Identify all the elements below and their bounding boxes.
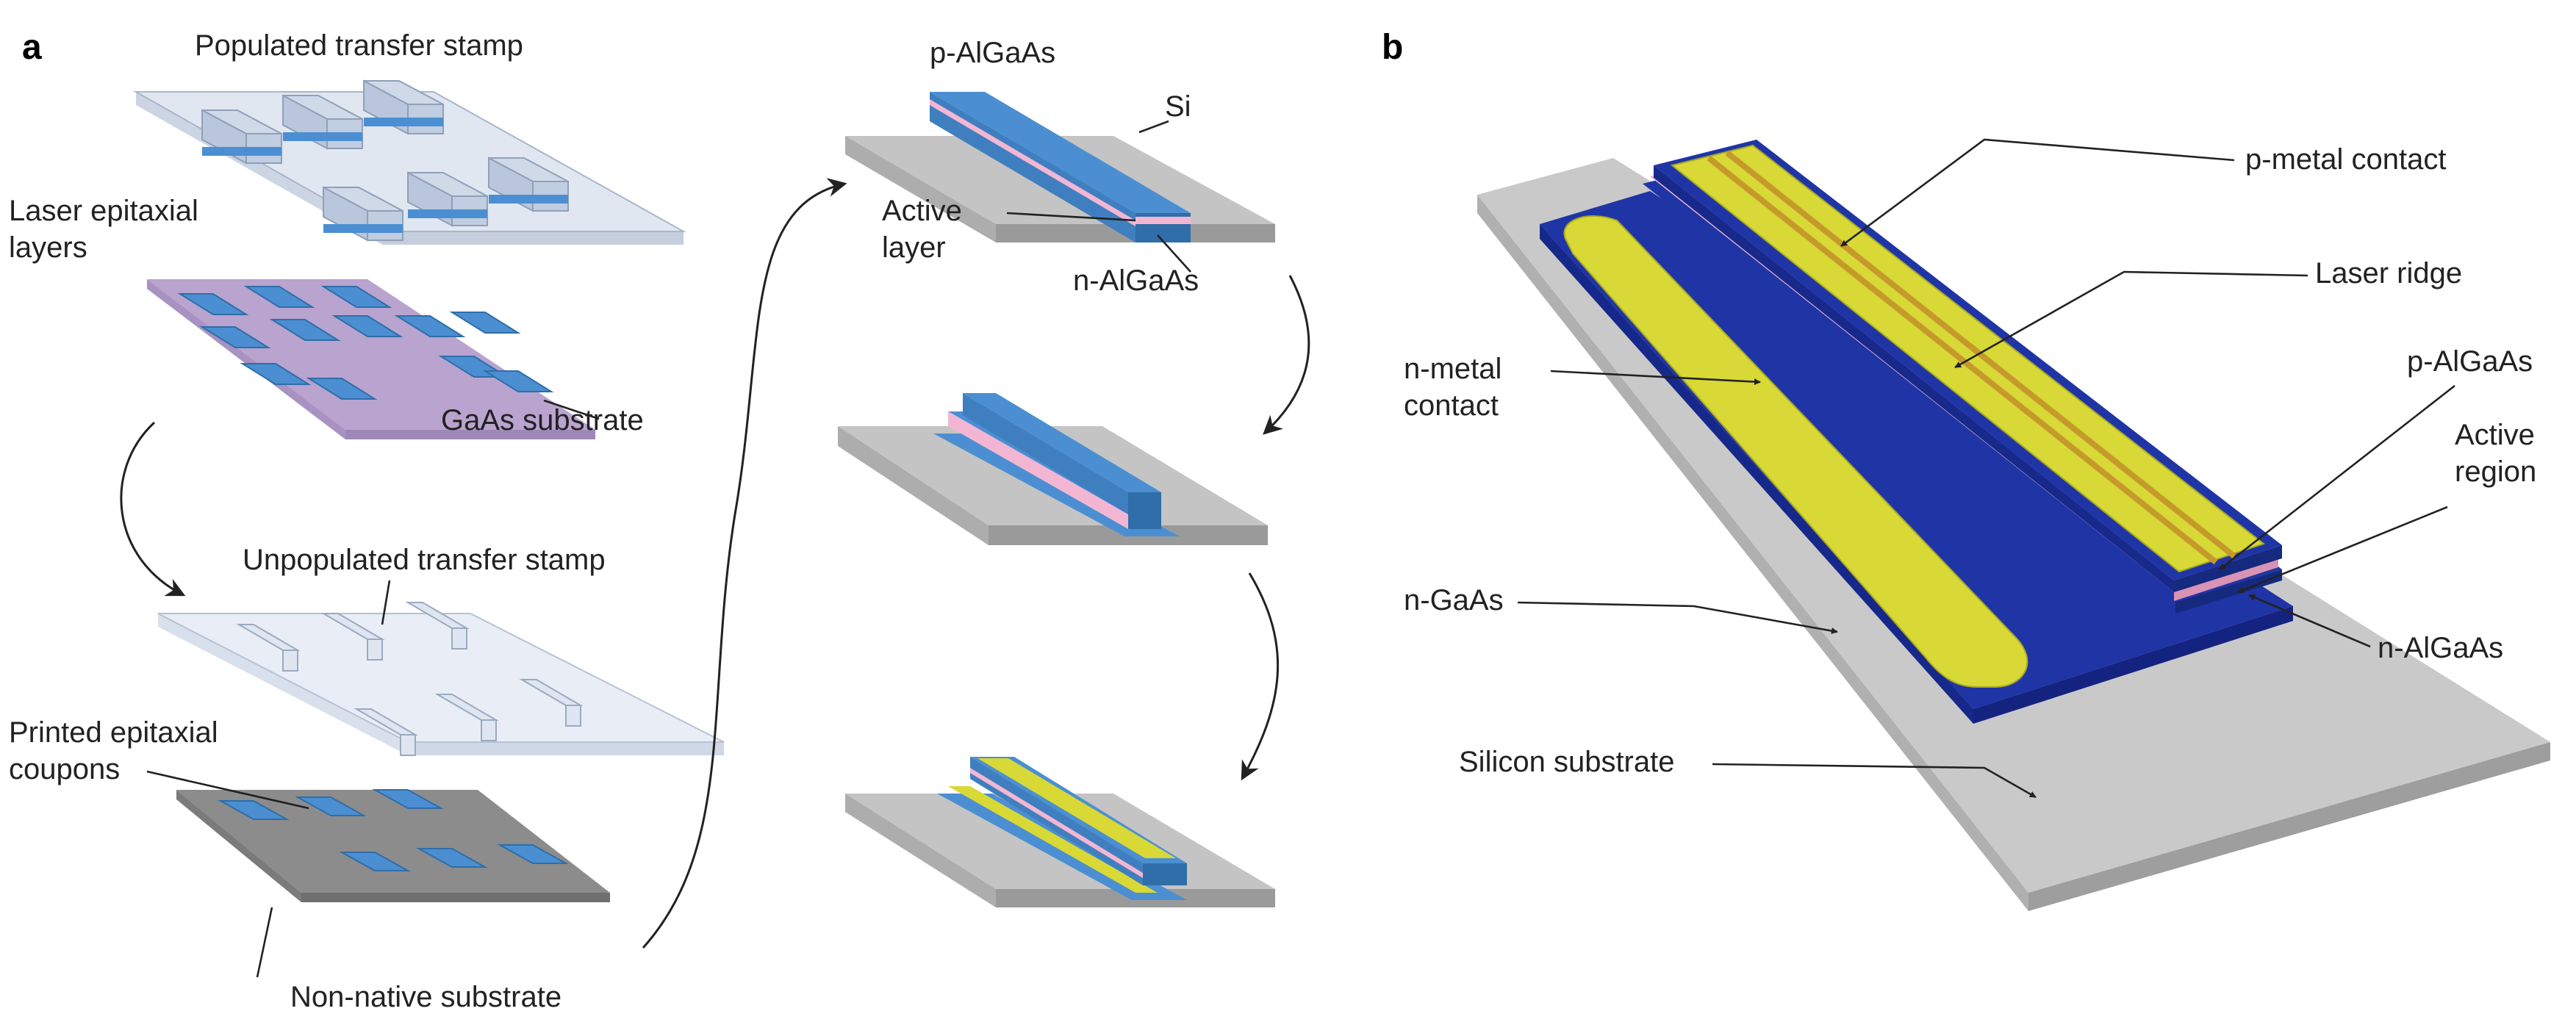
- label-n-metal-line2: contact: [1404, 389, 1499, 422]
- label-non-native-substrate: Non-native substrate: [290, 981, 562, 1013]
- label-p-metal-contact: p-metal contact: [2245, 143, 2446, 176]
- leader-laser-ridge: [1954, 270, 2308, 369]
- label-n-metal-line1: n-metal: [1404, 353, 1502, 385]
- leader-silicon-substrate: [1712, 763, 2037, 799]
- panel-a: a Populated transfer stamp: [9, 28, 1310, 1013]
- leader-n-algaas-b: [2248, 594, 2371, 648]
- label-laser-layers-line2: layers: [9, 231, 87, 264]
- label-n-algaas-b: n-AlGaAs: [2378, 632, 2503, 664]
- leader-unpopulated: [381, 580, 391, 625]
- label-p-algaas-a: p-AlGaAs: [930, 37, 1055, 69]
- leader-active-layer: [1006, 212, 1136, 222]
- leader-p-metal-contact: [1840, 138, 2235, 248]
- leader-non-native: [256, 907, 273, 978]
- stamp-coupons: [201, 79, 569, 242]
- label-n-gaas: n-GaAs: [1404, 584, 1504, 616]
- device-1: [845, 92, 1275, 242]
- device-2: [838, 393, 1268, 545]
- gaas-coupons: [177, 286, 554, 400]
- leader-active-region: [2237, 506, 2448, 594]
- label-printed-coupons-line1: Printed epitaxial: [9, 716, 218, 749]
- label-laser-ridge: Laser ridge: [2315, 257, 2462, 289]
- printed-coupons: [218, 789, 569, 871]
- n-gaas-layer: [1540, 191, 2293, 724]
- arrow-step-4: [1241, 572, 1280, 781]
- gaas-substrate: [147, 279, 595, 439]
- label-printed-coupons-line2: coupons: [9, 753, 120, 785]
- label-populated-transfer-stamp: Populated transfer stamp: [195, 29, 523, 62]
- label-n-algaas-a: n-AlGaAs: [1073, 265, 1199, 297]
- leader-gaas-substrate: [543, 399, 600, 420]
- label-active-region-line1: Active: [2455, 419, 2535, 451]
- populated-transfer-stamp: [133, 79, 686, 245]
- device-3: [845, 757, 1275, 907]
- label-unpopulated-transfer-stamp: Unpopulated transfer stamp: [243, 544, 606, 576]
- n-metal-contact: [1563, 215, 2028, 688]
- leader-n-metal-contact: [1550, 370, 1761, 386]
- leader-p-algaas-b: [2219, 384, 2455, 571]
- label-active-line2: layer: [882, 231, 946, 264]
- non-native-substrate: [176, 789, 610, 902]
- unpopulated-transfer-stamp: [157, 602, 725, 756]
- leader-si: [1138, 120, 1169, 134]
- panel-b: b: [1382, 28, 2550, 911]
- leader-n-algaas-a: [1157, 234, 1191, 273]
- arrow-step-2: [642, 178, 847, 949]
- unpopulated-posts: [236, 602, 584, 756]
- label-active-line1: Active: [882, 195, 962, 227]
- leader-n-gaas: [1517, 601, 1838, 634]
- arrow-step-1: [120, 421, 186, 597]
- arrow-step-3: [1263, 275, 1310, 435]
- label-p-algaas-b: p-AlGaAs: [2407, 345, 2533, 378]
- label-si: Si: [1165, 90, 1191, 123]
- label-laser-layers-line1: Laser epitaxial: [9, 195, 198, 227]
- label-active-region-line2: region: [2455, 456, 2536, 488]
- panel-label-b: b: [1382, 28, 1403, 67]
- label-silicon-substrate: Silicon substrate: [1459, 746, 1674, 778]
- leader-printed-coupons: [146, 770, 309, 810]
- label-gaas-substrate: GaAs substrate: [441, 404, 644, 436]
- panel-label-a: a: [22, 28, 42, 67]
